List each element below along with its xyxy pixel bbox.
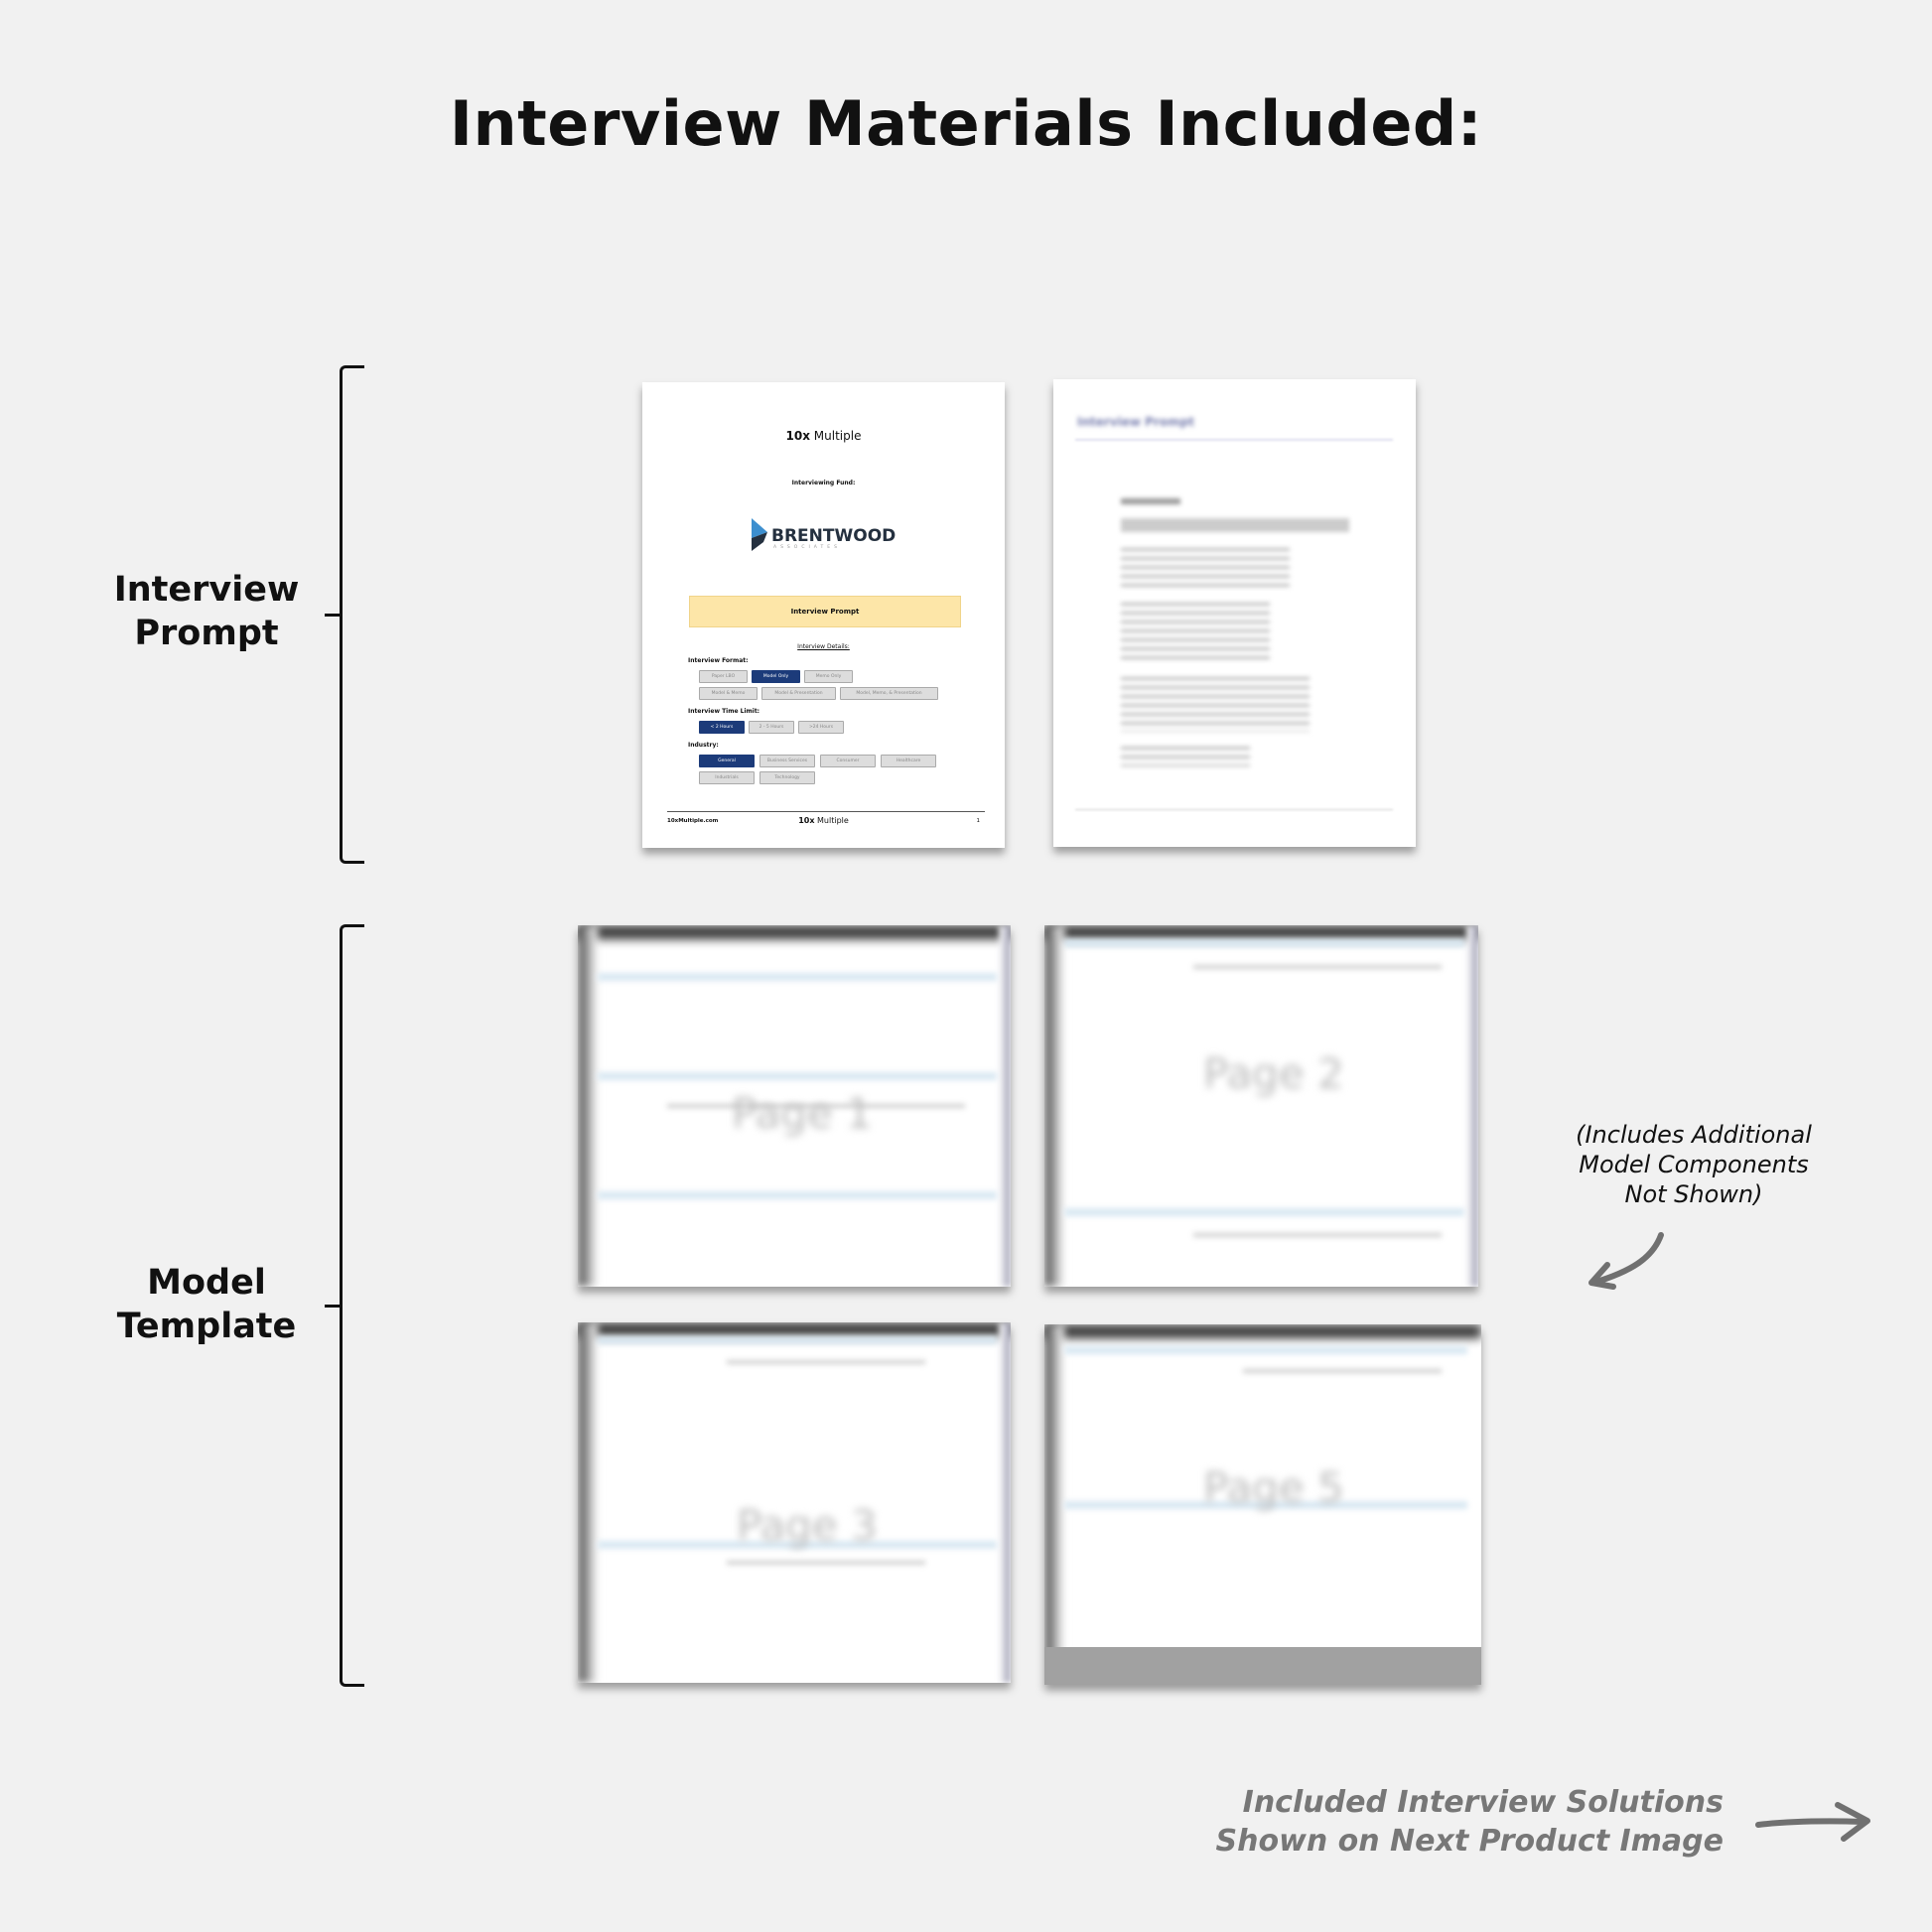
industry-label: Industry: <box>688 742 719 749</box>
industry-option[interactable]: Technology <box>759 771 815 784</box>
time-limit-label: Interview Time Limit: <box>688 708 760 715</box>
interview-prompt-label-text: Interview Prompt <box>113 570 300 653</box>
note-line: Model Components <box>1579 1151 1809 1178</box>
industry-option[interactable]: Business Services <box>759 755 815 767</box>
model-page-label: Page 1 <box>732 1089 873 1138</box>
model-page-label: Page 2 <box>1203 1049 1344 1098</box>
footer-divider <box>667 811 985 812</box>
footer-site: 10xMultiple.com <box>667 818 719 824</box>
model-bracket <box>325 924 364 1687</box>
fund-logo-name: BRENTWOOD <box>771 526 897 546</box>
interview-prompt-banner: Interview Prompt <box>689 596 961 627</box>
footer-page-number: 1 <box>976 818 981 824</box>
solutions-note: Included Interview Solutions Shown on Ne… <box>1092 1783 1724 1861</box>
format-option-selected[interactable]: Model Only <box>752 670 800 683</box>
fund-logo: BRENTWOOD ASSOCIATES <box>750 518 898 554</box>
fund-logo-sub: ASSOCIATES <box>773 545 841 550</box>
model-page-5: Page 5 <box>1044 1324 1481 1685</box>
page-gray-footer <box>1044 1647 1481 1685</box>
model-page-1: Page 1 <box>578 925 1011 1287</box>
interview-details-heading: Interview Details: <box>797 643 850 650</box>
format-option[interactable]: Model & Memo <box>699 687 758 700</box>
footer-brand-rest: Multiple <box>814 816 849 825</box>
format-option[interactable]: Memo Only <box>804 670 853 683</box>
model-template-label-text: Model Template <box>116 1263 297 1346</box>
interview-prompt-label: Interview Prompt <box>77 568 336 655</box>
additional-components-note: (Includes Additional Model Components No… <box>1545 1120 1843 1209</box>
format-label: Interview Format: <box>688 657 749 664</box>
prompt-page-2: Interview Prompt <box>1053 379 1416 847</box>
solutions-note-line: Shown on Next Product Image <box>1215 1824 1724 1859</box>
prompt-page-2-heading: Interview Prompt <box>1077 415 1194 429</box>
industry-option[interactable]: Consumer <box>820 755 876 767</box>
brand-bold: 10x <box>785 429 810 443</box>
model-page-label: Page 3 <box>737 1501 878 1550</box>
industry-option[interactable]: Healthcare <box>881 755 936 767</box>
interviewing-fund-label: Interviewing Fund: <box>791 480 856 486</box>
model-page-label: Page 5 <box>1203 1463 1344 1512</box>
note-line: Not Shown) <box>1624 1180 1763 1208</box>
format-option[interactable]: Model & Presentation <box>761 687 836 700</box>
prompt-page-1: 10x Multiple Interviewing Fund: BRENTWOO… <box>642 382 1005 848</box>
note-line: (Includes Additional <box>1576 1121 1812 1149</box>
heading-rule <box>1075 439 1393 441</box>
time-option[interactable]: 2 - 5 Hours <box>749 721 794 734</box>
model-template-label: Model Template <box>77 1261 336 1348</box>
format-option[interactable]: Model, Memo, & Presentation <box>840 687 938 700</box>
prompt-bracket <box>325 365 364 864</box>
model-page-2: Page 2 <box>1044 925 1478 1287</box>
time-option[interactable]: >24 Hours <box>798 721 844 734</box>
blurred-body-text <box>1121 498 1359 776</box>
solutions-note-line: Included Interview Solutions <box>1242 1785 1724 1820</box>
industry-option[interactable]: Industrials <box>699 771 755 784</box>
right-arrow-icon <box>1755 1802 1870 1842</box>
time-option-selected[interactable]: < 2 Hours <box>699 721 745 734</box>
fund-logo-icon <box>752 518 767 551</box>
brand-logo: 10x Multiple <box>642 429 1005 443</box>
footer-brand-bold: 10x <box>798 816 815 825</box>
model-page-3: Page 3 <box>578 1322 1011 1683</box>
format-option[interactable]: Paper LBO <box>699 670 748 683</box>
brand-rest: Multiple <box>809 429 862 443</box>
page-title: Interview Materials Included: <box>449 87 1483 160</box>
footer-brand: 10x Multiple <box>642 816 1005 825</box>
curved-arrow-icon <box>1588 1232 1664 1290</box>
industry-option-selected[interactable]: General <box>699 755 755 767</box>
footer-rule <box>1075 809 1393 810</box>
